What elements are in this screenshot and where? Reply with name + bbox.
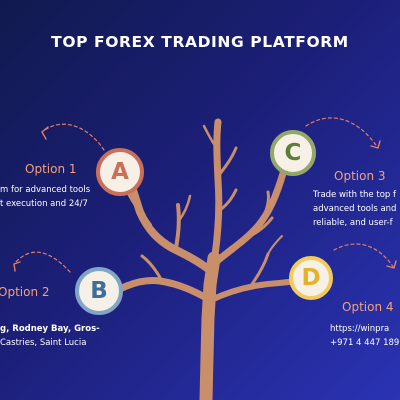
option-1-line-1: m for advanced tools xyxy=(0,185,91,195)
branch-right-main xyxy=(212,166,288,266)
branch-twig-b-up xyxy=(140,254,164,283)
option-1-description: m for advanced tools t execution and 24/… xyxy=(0,183,90,211)
option-3-line-2: advanced tools and xyxy=(313,204,397,214)
node-circle-d: D xyxy=(289,256,333,300)
branch-left-main xyxy=(124,172,216,276)
option-4-line-1: https://winpra xyxy=(330,324,390,334)
branch-lower-left xyxy=(116,277,214,304)
node-circle-c: C xyxy=(270,130,316,176)
node-letter-b: B xyxy=(90,278,108,304)
page-title: TOP FOREX TRADING PLATFORM xyxy=(51,33,349,51)
option-3-line-3: reliable, and user-f xyxy=(313,218,393,228)
option-3-label: Option 3 xyxy=(334,169,386,183)
branch-center xyxy=(210,118,223,266)
option-1-label: Option 1 xyxy=(25,162,77,176)
node-letter-d: D xyxy=(301,265,321,291)
branch-right-twig-1 xyxy=(258,190,270,226)
option-3-line-1: Trade with the top f xyxy=(313,190,396,200)
branch-right-twig-2 xyxy=(248,216,274,238)
arrowhead-a xyxy=(41,126,49,140)
option-2-label: Option 2 xyxy=(0,285,50,299)
tree-trunk xyxy=(199,251,221,400)
branch-twig-mid-left xyxy=(174,203,181,250)
option-3-description: Trade with the top f advanced tools and … xyxy=(313,188,396,230)
branch-center-twig-2 xyxy=(202,124,220,152)
branch-lower-right-twig-2 xyxy=(267,235,283,255)
option-2-description: g, Rodney Bay, Gros- Castries, Saint Luc… xyxy=(0,322,100,350)
branch-center-twig-1 xyxy=(217,146,238,177)
arrow-curve-d xyxy=(333,243,395,269)
arrow-curve-b xyxy=(13,251,71,273)
node-letter-a: A xyxy=(111,159,129,185)
branch-lower-right xyxy=(208,277,305,303)
branch-center-twig-3 xyxy=(218,188,238,212)
option-4-line-2: +971 4 447 189 xyxy=(330,338,400,348)
option-1-line-2: t execution and 24/7 xyxy=(0,199,88,209)
arrowhead-b xyxy=(13,261,21,272)
option-2-line-1: g, Rodney Bay, Gros- xyxy=(0,324,100,334)
option-4-description: https://winpra +971 4 447 189 xyxy=(330,322,399,350)
arrowhead-c xyxy=(370,140,381,149)
option-2-line-2: Castries, Saint Lucia xyxy=(0,338,87,348)
option-4-label: Option 4 xyxy=(342,300,394,314)
arrow-curve-c xyxy=(305,117,379,149)
node-letter-c: C xyxy=(284,140,302,166)
node-circle-a: A xyxy=(96,148,144,196)
arrowhead-d xyxy=(386,260,397,269)
node-circle-b: B xyxy=(75,267,123,315)
branch-twig-mid-left-2 xyxy=(176,194,192,224)
arrow-curve-a xyxy=(41,123,105,151)
branch-lower-right-twig xyxy=(248,252,270,289)
